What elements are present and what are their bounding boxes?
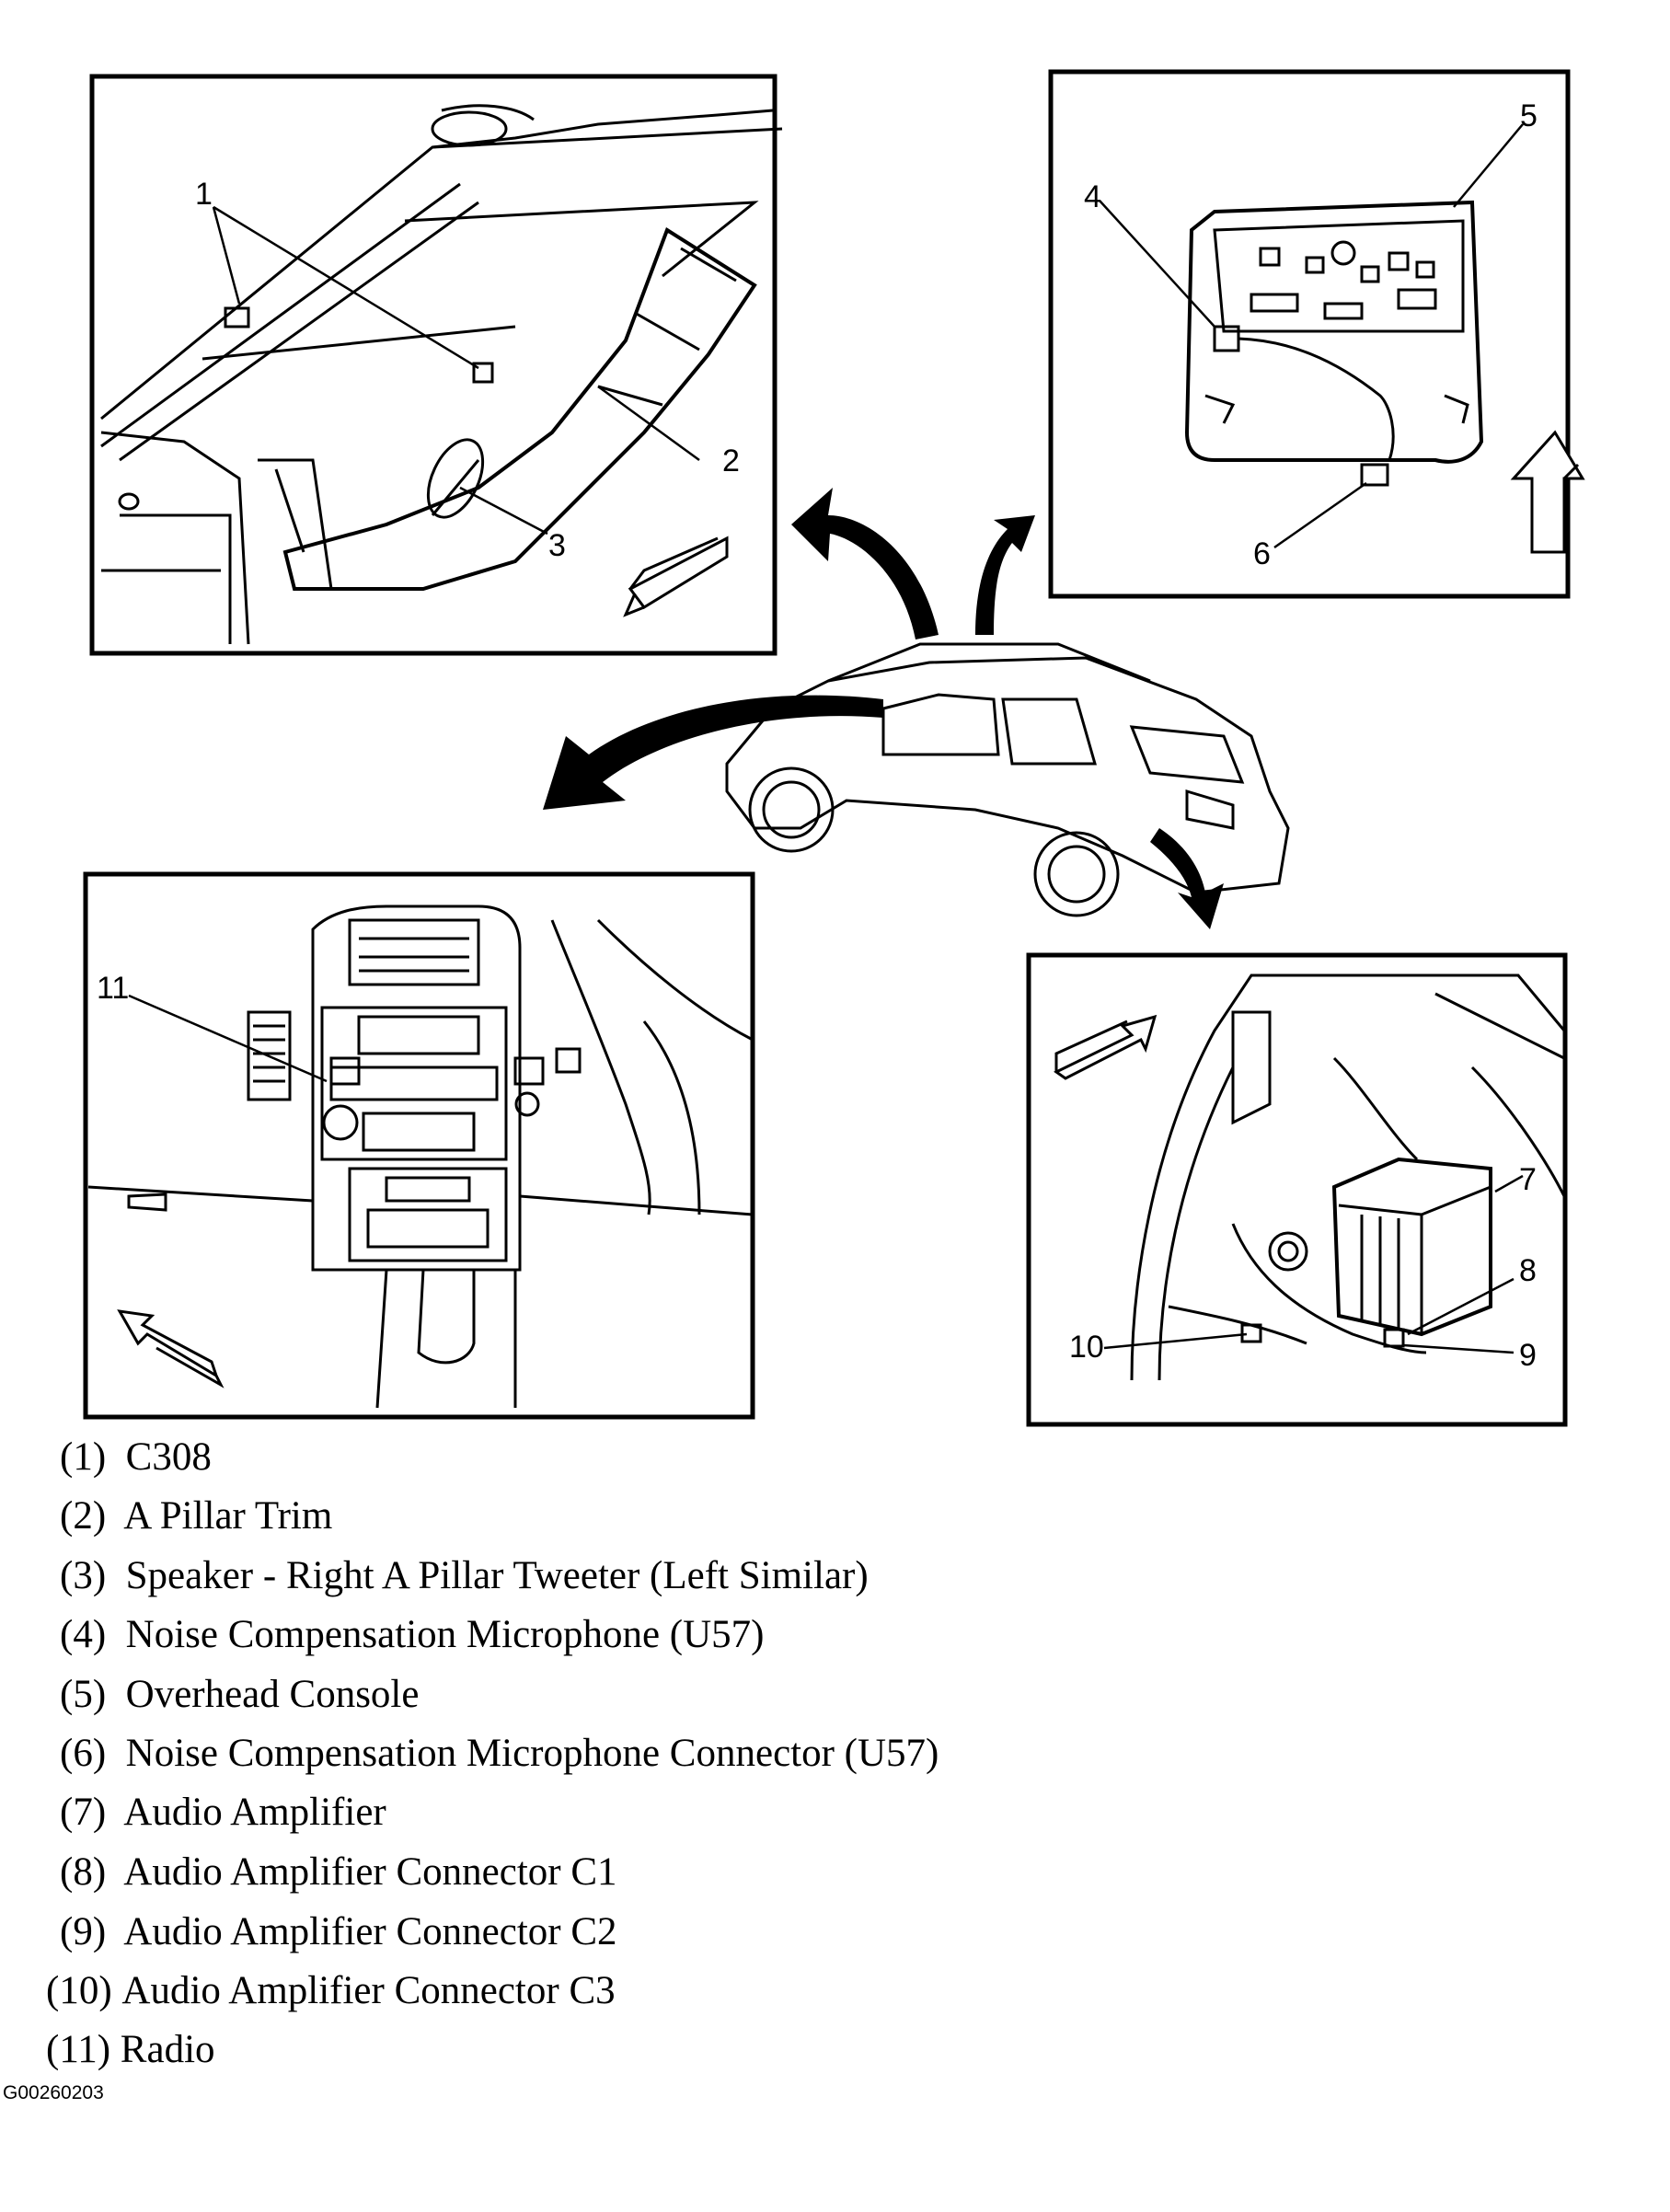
callout-3: 3 xyxy=(548,528,566,563)
callout-8: 8 xyxy=(1519,1253,1537,1288)
legend-item: (9) Audio Amplifier Connector C2 xyxy=(60,1910,617,1953)
legend-item: (2) A Pillar Trim xyxy=(60,1494,333,1538)
legend-item: (7) Audio Amplifier xyxy=(60,1791,386,1834)
callout-6: 6 xyxy=(1253,536,1271,571)
figure-id: G00260203 xyxy=(3,2082,104,2103)
legend-item: (11) Radio xyxy=(46,2028,215,2071)
callout-1: 1 xyxy=(195,177,213,212)
callout-11: 11 xyxy=(97,971,129,1006)
vehicle-overview xyxy=(725,642,1290,917)
panel-overhead-console xyxy=(1048,69,1585,599)
panel-a-pillar xyxy=(89,74,783,656)
panel-amplifier xyxy=(1026,952,1568,1427)
panel-radio xyxy=(83,871,755,1420)
callout-9: 9 xyxy=(1519,1338,1537,1373)
legend-item: (10) Audio Amplifier Connector C3 xyxy=(46,1969,616,2012)
callout-5: 5 xyxy=(1520,98,1538,133)
legend-item: (6) Noise Compensation Microphone Connec… xyxy=(60,1732,939,1775)
legend-item: (1) C308 xyxy=(60,1435,212,1479)
legend-item: (8) Audio Amplifier Connector C1 xyxy=(60,1850,617,1894)
arrow-to-overhead-console xyxy=(975,515,1035,635)
callout-4: 4 xyxy=(1084,179,1101,214)
arrow-to-radio xyxy=(543,695,883,810)
arrow-to-a-pillar xyxy=(791,488,939,639)
legend-item: (3) Speaker - Right A Pillar Tweeter (Le… xyxy=(60,1554,869,1597)
callout-2: 2 xyxy=(722,444,740,478)
arrow-to-amplifier xyxy=(1150,828,1224,929)
callout-7: 7 xyxy=(1519,1162,1537,1197)
callout-10: 10 xyxy=(1069,1330,1104,1365)
component-locator-diagram: 1 2 3 4 5 6 xyxy=(83,69,1585,1427)
legend-item: (5) Overhead Console xyxy=(60,1673,420,1716)
legend-item: (4) Noise Compensation Microphone (U57) xyxy=(60,1613,765,1656)
